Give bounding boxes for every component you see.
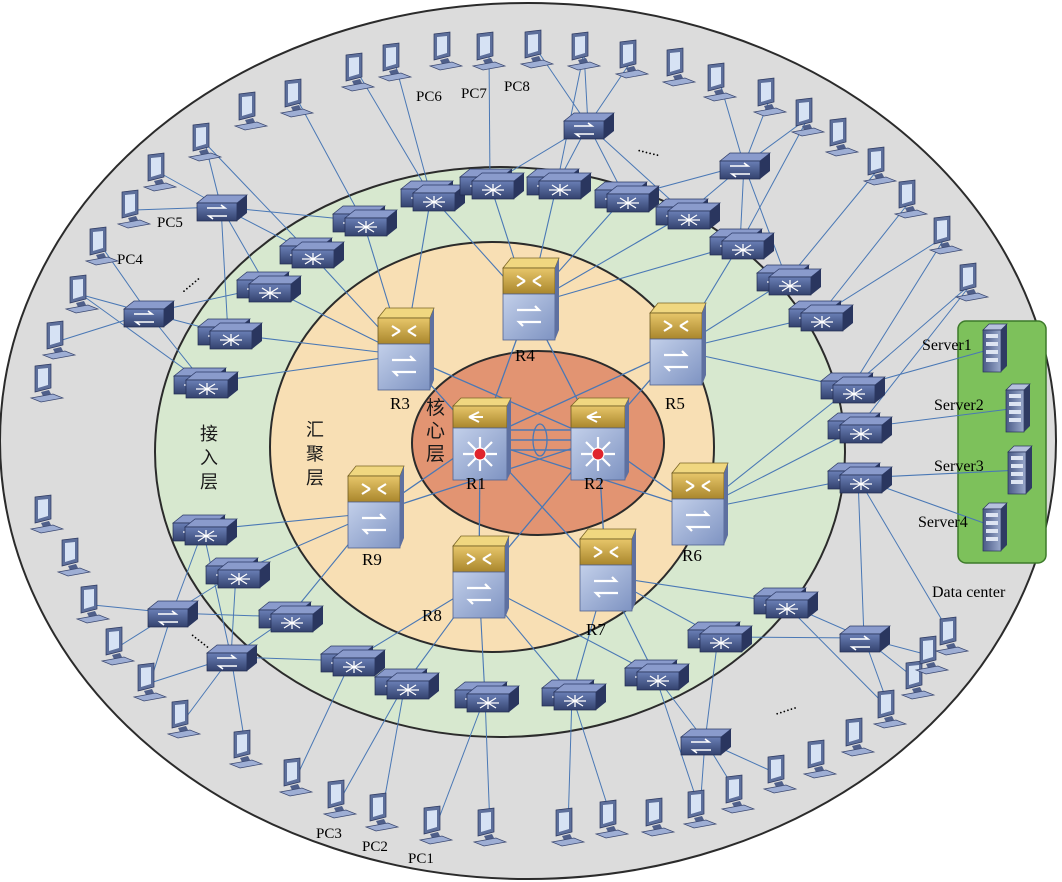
aggregation-router-icon bbox=[580, 529, 636, 611]
server-icon bbox=[983, 324, 1007, 372]
aggregation-layer-label-2: 聚 bbox=[306, 444, 324, 464]
pc-label-pc3: PC3 bbox=[316, 826, 342, 842]
access-switch-icon bbox=[828, 463, 892, 493]
aggregation-layer-label-3: 层 bbox=[306, 468, 324, 488]
workgroup-switch-icon bbox=[197, 195, 247, 221]
access-switch-icon bbox=[527, 169, 591, 199]
pc-label-pc5: PC5 bbox=[157, 215, 183, 231]
access-switch-icon bbox=[828, 413, 892, 443]
server-label-2: Server2 bbox=[934, 397, 984, 414]
access-switch-icon bbox=[754, 588, 818, 618]
access-layer-label-2: 入 bbox=[200, 448, 218, 468]
router-label-r9: R9 bbox=[362, 550, 382, 569]
aggregation-router-icon bbox=[650, 303, 706, 385]
aggregation-router-icon bbox=[503, 258, 559, 340]
access-switch-icon bbox=[321, 646, 385, 676]
router-label-r4: R4 bbox=[515, 346, 535, 365]
access-switch-icon bbox=[173, 515, 237, 545]
pc-label-pc6: PC6 bbox=[416, 89, 442, 105]
pc-label-pc2: PC2 bbox=[362, 839, 388, 855]
access-switch-icon bbox=[688, 622, 752, 652]
workgroup-switch-icon bbox=[720, 153, 770, 179]
server-icon bbox=[1008, 446, 1032, 494]
aggregation-router-icon bbox=[348, 466, 404, 548]
pc-label-pc8: PC8 bbox=[504, 79, 530, 95]
workgroup-switch-icon bbox=[681, 729, 731, 755]
aggregation-router-icon bbox=[378, 308, 434, 390]
access-switch-icon bbox=[595, 182, 659, 212]
access-switch-icon bbox=[280, 238, 344, 268]
aggregation-router-icon bbox=[672, 463, 728, 545]
core-layer-label-2: 心 bbox=[426, 421, 445, 442]
router-label-r1: R1 bbox=[466, 474, 486, 493]
workgroup-switch-icon bbox=[207, 645, 257, 671]
core-layer-label-1: 核 bbox=[426, 397, 445, 419]
aggregation-router-icon bbox=[453, 536, 509, 618]
server-icon bbox=[1006, 384, 1030, 432]
aggregation-layer-label-1: 汇 bbox=[306, 420, 324, 440]
server-label-4: Server4 bbox=[918, 514, 968, 531]
access-switch-icon bbox=[710, 229, 774, 259]
access-switch-icon bbox=[401, 181, 465, 211]
workgroup-switch-icon bbox=[148, 601, 198, 627]
access-switch-icon bbox=[455, 682, 519, 712]
access-switch-icon bbox=[656, 199, 720, 229]
server-label-1: Server1 bbox=[922, 337, 972, 354]
access-layer-label-3: 层 bbox=[200, 472, 218, 492]
access-switch-icon bbox=[174, 368, 238, 398]
access-switch-icon bbox=[206, 558, 270, 588]
pc-label-pc7: PC7 bbox=[461, 86, 487, 102]
workgroup-switch-icon bbox=[564, 113, 614, 139]
server-icon bbox=[983, 503, 1007, 551]
server-label-3: Server3 bbox=[934, 458, 984, 475]
router-label-r7: R7 bbox=[586, 620, 606, 639]
access-switch-icon bbox=[821, 373, 885, 403]
core-router-icon bbox=[571, 398, 629, 480]
core-router-icon bbox=[453, 398, 511, 480]
data-center-title: Data center bbox=[932, 584, 1006, 601]
access-switch-icon bbox=[375, 669, 439, 699]
router-label-r2: R2 bbox=[584, 474, 604, 493]
access-layer-label-1: 接 bbox=[200, 424, 218, 444]
router-label-r8: R8 bbox=[422, 606, 442, 625]
pc-label-pc4: PC4 bbox=[117, 252, 143, 268]
access-switch-icon bbox=[757, 265, 821, 295]
workgroup-switch-icon bbox=[840, 626, 890, 652]
access-switch-icon bbox=[542, 680, 606, 710]
access-switch-icon bbox=[198, 319, 262, 349]
access-switch-icon bbox=[237, 272, 301, 302]
rings bbox=[0, 3, 1056, 879]
pc-label-pc1: PC1 bbox=[408, 851, 434, 867]
router-label-r5: R5 bbox=[665, 394, 685, 413]
core-layer-label-3: 层 bbox=[426, 444, 445, 465]
access-switch-icon bbox=[259, 602, 323, 632]
access-switch-icon bbox=[333, 206, 397, 236]
access-switch-icon bbox=[460, 169, 524, 199]
access-switch-icon bbox=[625, 660, 689, 690]
router-label-r3: R3 bbox=[390, 394, 410, 413]
access-switch-icon bbox=[789, 301, 853, 331]
workgroup-switch-icon bbox=[124, 301, 174, 327]
router-label-r6: R6 bbox=[682, 546, 702, 565]
